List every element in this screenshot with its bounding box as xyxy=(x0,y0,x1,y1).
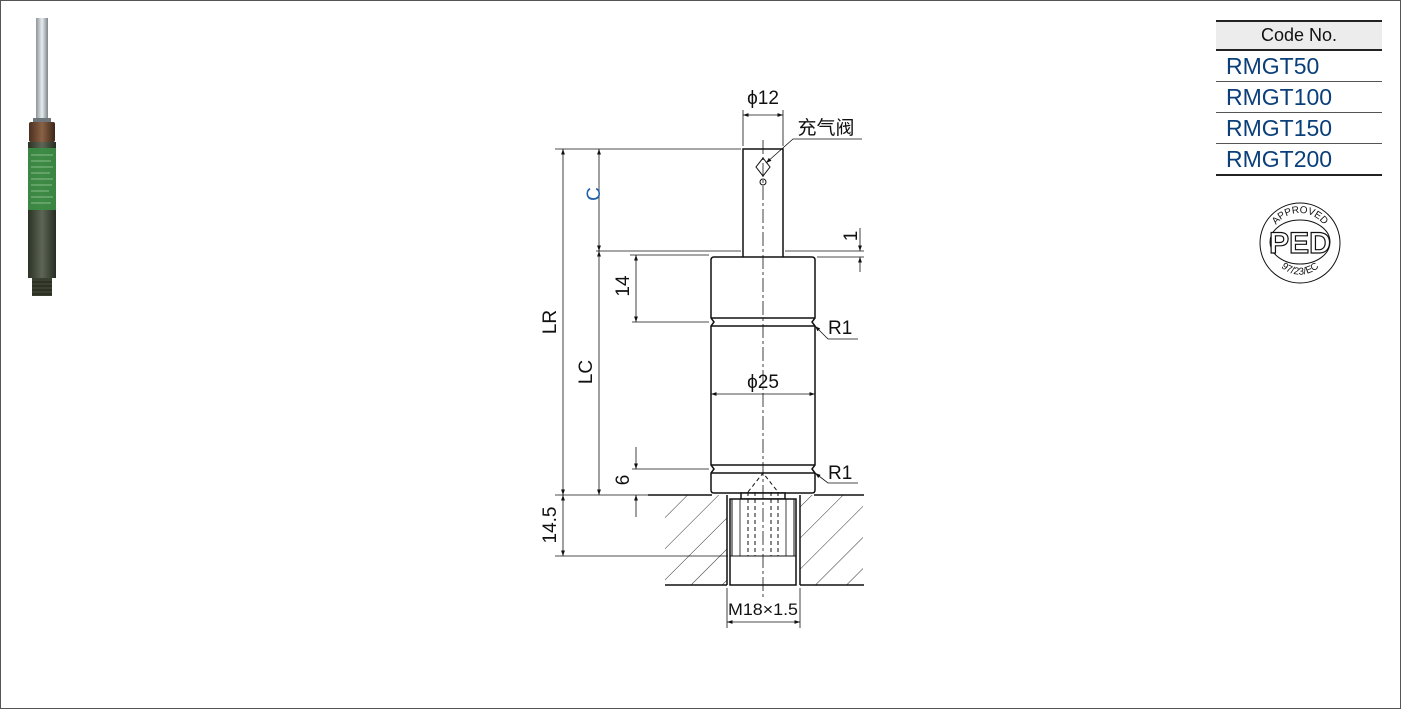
dim-thread: M18×1.5 xyxy=(728,600,798,619)
svg-text:APPROVED: APPROVED xyxy=(1270,205,1330,227)
code-row: RMGT150 xyxy=(1216,113,1382,144)
dim-radius-top: R1 xyxy=(828,318,852,339)
dim-radius-bottom: R1 xyxy=(828,463,852,484)
dim-body-diameter: ϕ25 xyxy=(747,372,779,393)
ped-center-text: PED xyxy=(1269,227,1331,260)
ped-bottom-text: 97/23/EC xyxy=(1279,261,1321,278)
dim-rod-diameter: ϕ12 xyxy=(747,88,779,109)
product-photo xyxy=(28,18,56,296)
code-row: RMGT50 xyxy=(1216,51,1382,82)
mounting-block xyxy=(648,494,864,586)
dim-shoulder: 1 xyxy=(841,231,862,242)
svg-text:97/23/EC: 97/23/EC xyxy=(1279,261,1321,278)
dim-overall-length: LR xyxy=(540,310,561,334)
valve-label: 充气阀 xyxy=(797,117,854,139)
dim-body-length: LC xyxy=(576,360,597,384)
code-table-header: Code No. xyxy=(1216,20,1382,51)
ped-approval-mark: APPROVED 97/23/EC PED xyxy=(1259,202,1341,284)
dimension-lines xyxy=(555,110,864,628)
dim-groove-top: 14 xyxy=(613,275,634,297)
dim-stroke: C xyxy=(584,187,605,201)
ped-top-text: APPROVED xyxy=(1270,205,1330,227)
code-row: RMGT100 xyxy=(1216,82,1382,113)
dim-thread-depth: 14.5 xyxy=(540,507,561,544)
code-row: RMGT200 xyxy=(1216,144,1382,176)
thread-detail xyxy=(730,472,796,557)
dim-groove-bottom: 6 xyxy=(613,475,634,486)
code-number-table: Code No. RMGT50 RMGT100 RMGT150 RMGT200 xyxy=(1216,20,1382,176)
